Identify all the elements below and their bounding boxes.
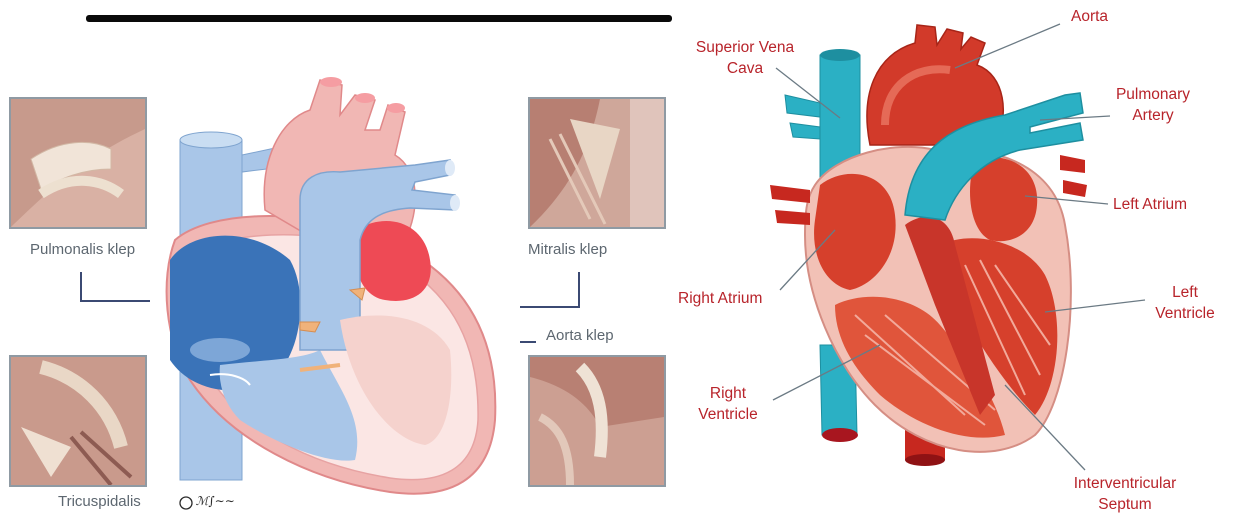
label-pulmonalis-klep: Pulmonalis klep [30,241,135,258]
label-mitralis-klep: Mitralis klep [528,241,607,258]
label-tricuspidalis: Tricuspidalis [58,493,141,510]
label-right-atrium: Right Atrium [678,288,762,309]
inset-pulmonalis [9,97,147,229]
label-interventricular-septum: Interventricular Septum [1055,473,1195,515]
pulmonalis-bracket [80,272,150,302]
label-left-atrium: Left Atrium [1113,194,1187,215]
inset-tricuspidalis [9,355,147,487]
mitralis-bracket [520,272,580,308]
top-divider-line [86,15,672,22]
label-left-ventricle: Left Ventricle [1140,282,1230,324]
inset-aorta [528,355,666,487]
label-superior-vena-cava: Superior Vena Cava [685,37,805,79]
label-aorta-klep: Aorta klep [546,327,614,344]
copyright-signature: ©ℳ∫∼∼ [178,493,235,508]
inset-mitralis [528,97,666,229]
schematic-heart [150,60,520,510]
aorta-klep-tick [520,341,536,343]
label-aorta: Aorta [1071,6,1108,27]
label-pulmonary-artery: Pulmonary Artery [1108,84,1198,126]
label-right-ventricle: Right Ventricle [688,383,768,425]
anatomical-heart [765,15,1110,485]
